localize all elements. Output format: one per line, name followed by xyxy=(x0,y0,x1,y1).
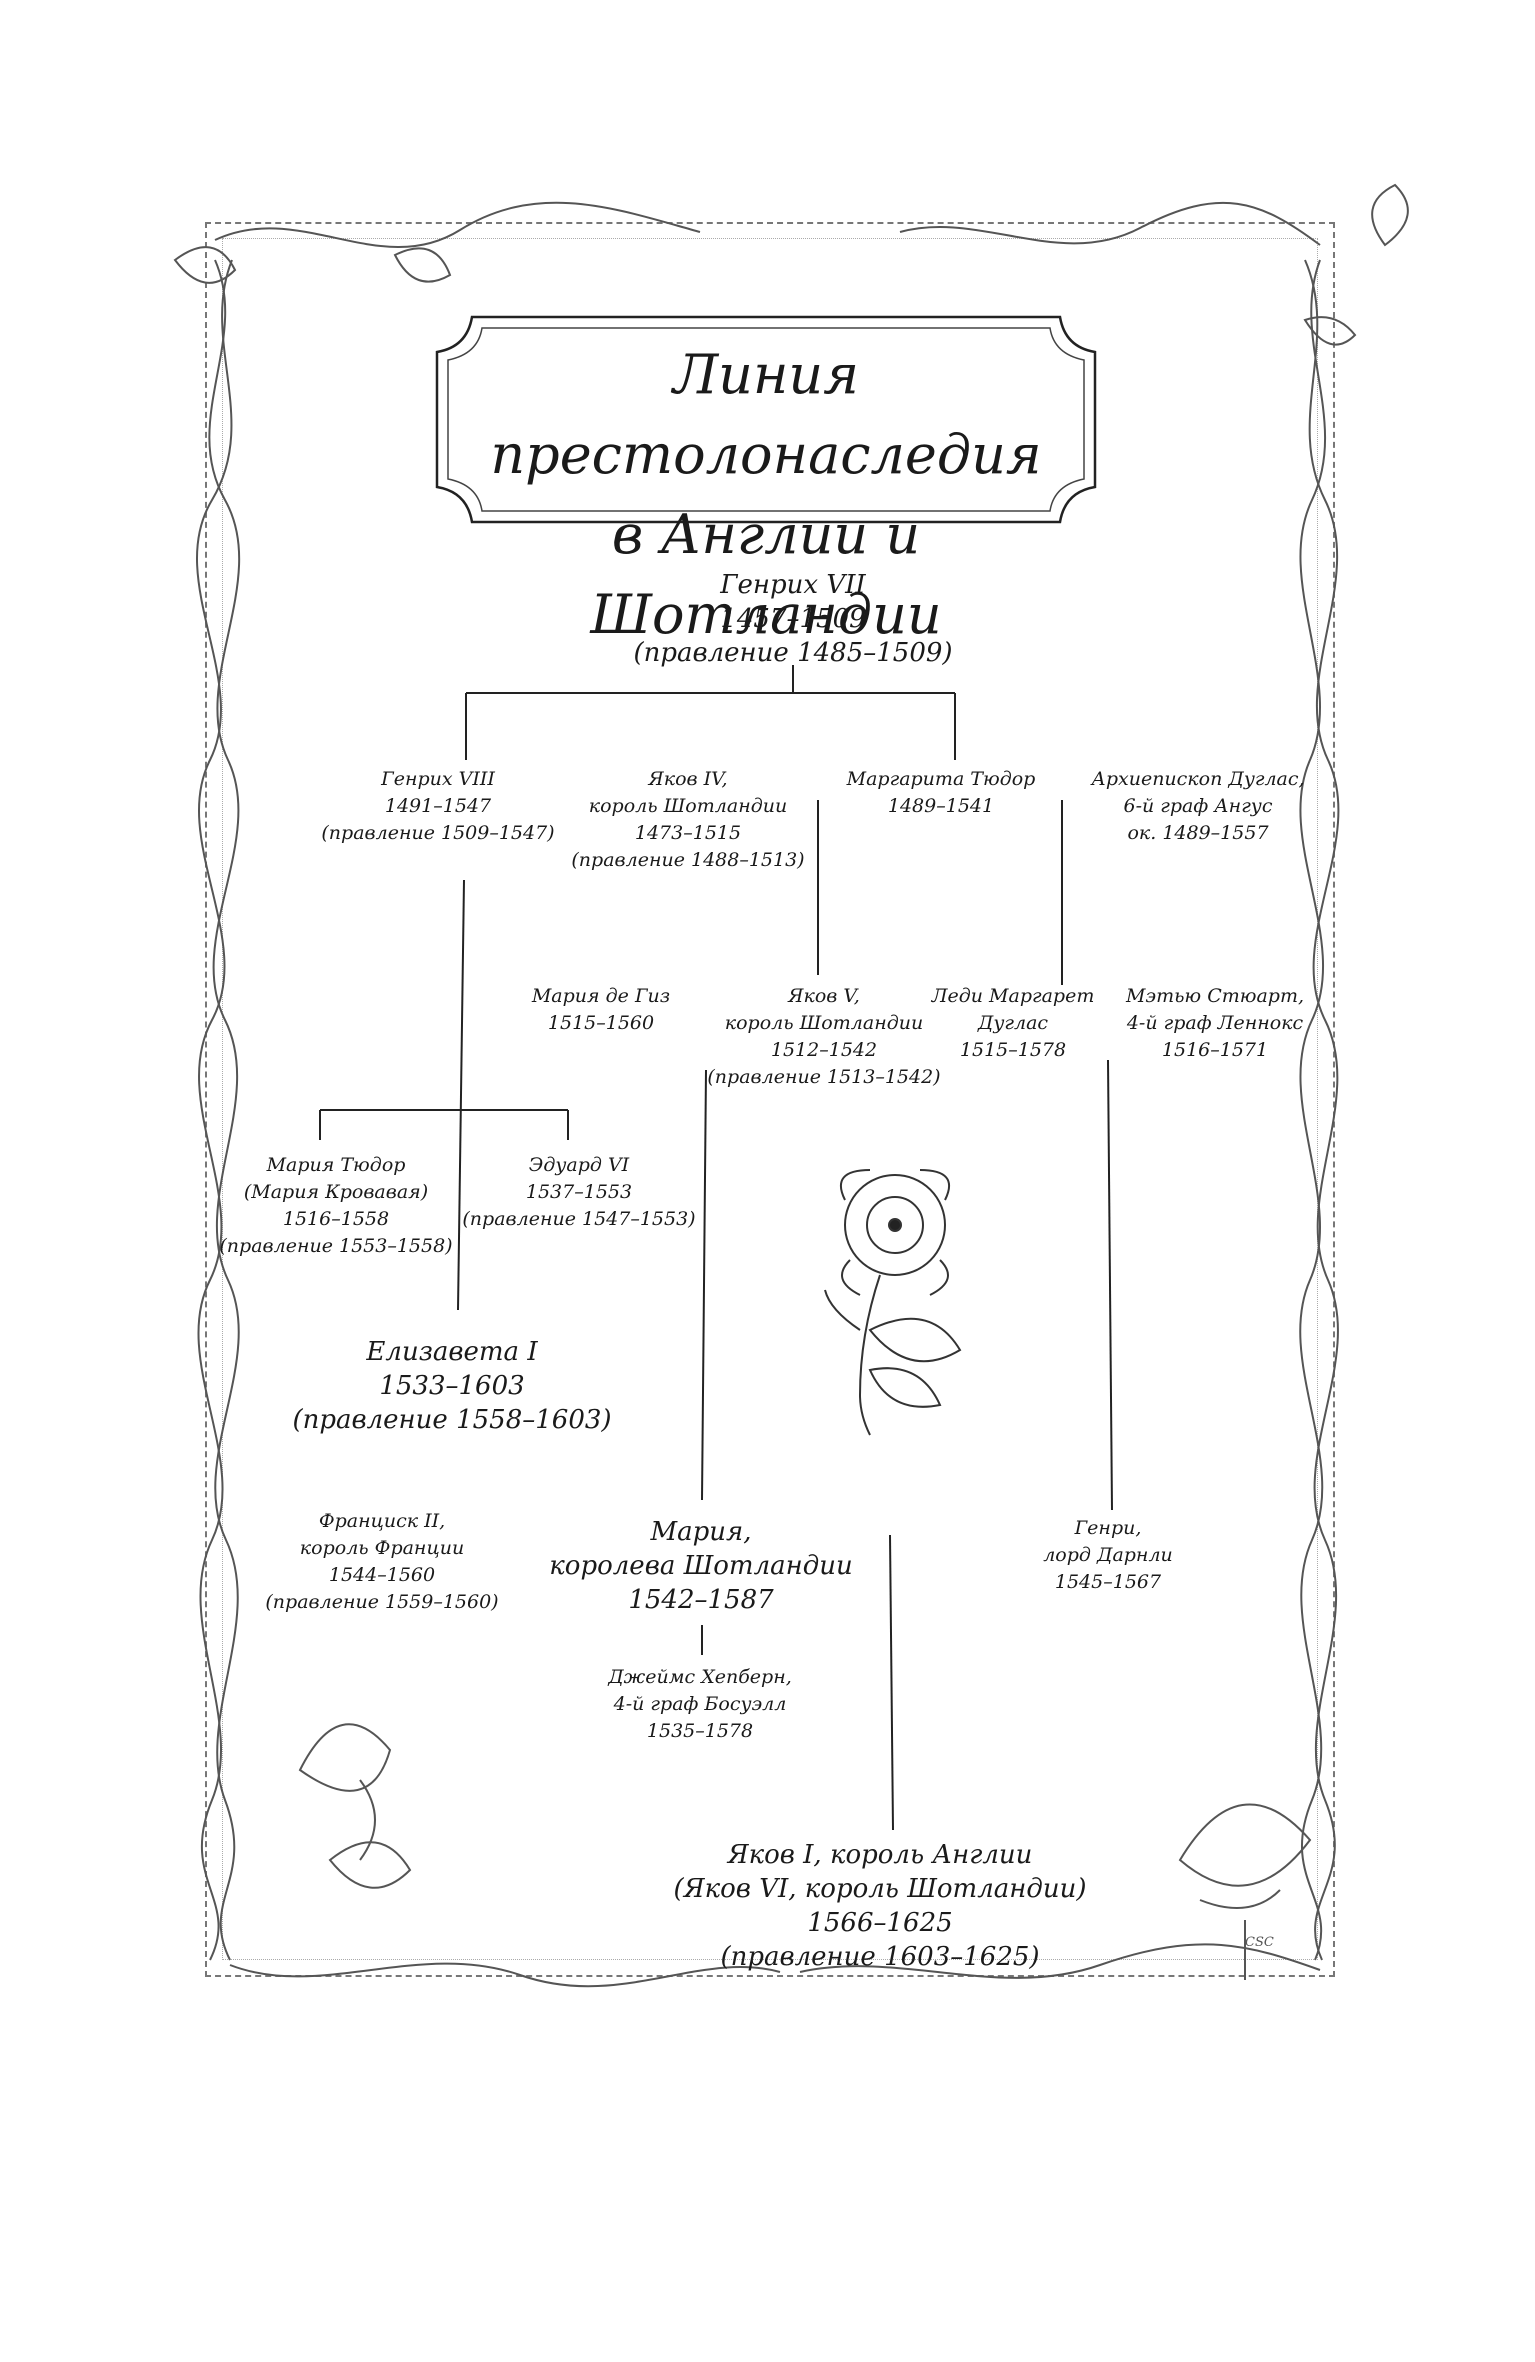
person-title: 6-й граф Ангус xyxy=(1123,795,1273,817)
decorative-frame-inner xyxy=(222,238,1318,1960)
person-title: 4-й граф Леннокс xyxy=(1126,1012,1304,1034)
person-title: король Шотландии xyxy=(588,795,788,817)
person-name: Архиепископ Дуглас, xyxy=(1091,768,1305,790)
person-james-i: Яков I, король Англии (Яков VI, король Ш… xyxy=(673,1838,1086,1974)
person-henry-viii: Генрих VIII 1491–1547 (правление 1509–15… xyxy=(321,766,554,847)
person-name: Мэтью Стюарт, xyxy=(1125,985,1305,1007)
person-dates: 1533–1603 xyxy=(379,1371,525,1401)
person-dates: 1512–1542 xyxy=(770,1039,878,1061)
person-dates: 1537–1553 xyxy=(525,1181,633,1203)
person-dates: 1535–1578 xyxy=(646,1720,754,1742)
person-dates: 1544–1560 xyxy=(328,1564,436,1586)
person-lady-margaret-douglas: Леди Маргарет Дуглас 1515–1578 xyxy=(932,983,1095,1064)
person-reign: (правление 1509–1547) xyxy=(321,822,555,844)
person-dates: 1457–1509 xyxy=(720,604,866,634)
person-reign: (правление 1553–1558) xyxy=(219,1235,453,1257)
person-reign: (правление 1488–1513) xyxy=(571,849,805,871)
person-name: Елизавета I xyxy=(366,1337,538,1367)
person-dates: 1491–1547 xyxy=(384,795,492,817)
person-title: королева Шотландии xyxy=(549,1551,853,1581)
person-name: Генри, xyxy=(1074,1517,1142,1539)
person-title: (Яков VI, король Шотландии) xyxy=(673,1874,1087,1904)
person-name: Джеймс Хепберн, xyxy=(608,1666,792,1688)
title-line-2: в Англии и Шотландии xyxy=(590,503,942,646)
person-name: Яков V, xyxy=(788,985,860,1007)
person-reign: (правление 1513–1542) xyxy=(707,1066,941,1088)
person-name: Эдуард VI xyxy=(528,1154,630,1176)
person-edward-vi: Эдуард VI 1537–1553 (правление 1547–1553… xyxy=(462,1152,695,1233)
person-dates: 1542–1587 xyxy=(628,1585,774,1615)
person-reign: (правление 1559–1560) xyxy=(265,1591,499,1613)
person-elizabeth-i: Елизавета I 1533–1603 (правление 1558–16… xyxy=(292,1335,611,1437)
person-james-iv: Яков IV, король Шотландии 1473–1515 (пра… xyxy=(571,766,804,874)
person-dates: 1545–1567 xyxy=(1054,1571,1162,1593)
person-francis-ii: Франциск II, король Франции 1544–1560 (п… xyxy=(265,1508,498,1616)
tudor-rose-icon xyxy=(824,1169,962,1436)
person-title: Дуглас xyxy=(977,1012,1049,1034)
person-title: король Шотландии xyxy=(724,1012,924,1034)
person-name: Франциск II, xyxy=(318,1510,446,1532)
person-name: Маргарита Тюдор xyxy=(846,768,1036,790)
title-cartouche xyxy=(435,315,1097,524)
person-dates: 1515–1560 xyxy=(547,1012,655,1034)
person-reign: (правление 1485–1509) xyxy=(633,638,953,668)
person-james-hepburn: Джеймс Хепберн, 4-й граф Босуэлл 1535–15… xyxy=(608,1664,792,1745)
person-name: Яков I, король Англии xyxy=(727,1840,1033,1870)
person-reign: (правление 1603–1625) xyxy=(720,1942,1040,1972)
person-title: (Мария Кровавая) xyxy=(243,1181,429,1203)
artist-signature: CSC xyxy=(1245,1935,1274,1950)
person-henry-vii: Генрих VII 1457–1509 (правление 1485–150… xyxy=(633,568,952,670)
title-line-1: Линия престолонаследия xyxy=(490,343,1042,486)
person-archbishop-douglas: Архиепископ Дуглас, 6-й граф Ангус ок. 1… xyxy=(1091,766,1304,847)
person-henry-darnley: Генри, лорд Дарнли 1545–1567 xyxy=(1043,1515,1173,1596)
person-dates: 1566–1625 xyxy=(807,1908,953,1938)
person-dates: ок. 1489–1557 xyxy=(1127,822,1269,844)
person-reign: (правление 1547–1553) xyxy=(462,1208,696,1230)
person-title: король Франции xyxy=(299,1537,465,1559)
person-name: Мария Тюдор xyxy=(266,1154,406,1176)
person-name: Леди Маргарет xyxy=(931,985,1095,1007)
person-reign: (правление 1558–1603) xyxy=(292,1405,612,1435)
person-name: Генрих VIII xyxy=(381,768,495,790)
person-name: Мария де Гиз xyxy=(531,985,671,1007)
decorative-frame xyxy=(205,222,1335,1977)
person-dates: 1489–1541 xyxy=(887,795,995,817)
person-dates: 1515–1578 xyxy=(959,1039,1067,1061)
person-matthew-stewart: Мэтью Стюарт, 4-й граф Леннокс 1516–1571 xyxy=(1126,983,1304,1064)
person-dates: 1516–1571 xyxy=(1161,1039,1269,1061)
person-title: лорд Дарнли xyxy=(1043,1544,1173,1566)
page-title: Линия престолонаследия в Англии и Шотлан… xyxy=(432,335,1100,655)
person-mary-tudor: Мария Тюдор (Мария Кровавая) 1516–1558 (… xyxy=(219,1152,452,1260)
person-title: 4-й граф Босуэлл xyxy=(613,1693,787,1715)
person-name: Яков IV, xyxy=(648,768,728,790)
person-name: Мария, xyxy=(650,1517,752,1547)
person-dates: 1473–1515 xyxy=(634,822,742,844)
person-mary-of-guise: Мария де Гиз 1515–1560 xyxy=(532,983,670,1037)
person-name: Генрих VII xyxy=(720,570,866,600)
person-margaret-tudor: Маргарита Тюдор 1489–1541 xyxy=(847,766,1036,820)
person-mary-queen-of-scots: Мария, королева Шотландии 1542–1587 xyxy=(549,1515,852,1617)
person-dates: 1516–1558 xyxy=(282,1208,390,1230)
person-james-v: Яков V, король Шотландии 1512–1542 (прав… xyxy=(707,983,940,1091)
